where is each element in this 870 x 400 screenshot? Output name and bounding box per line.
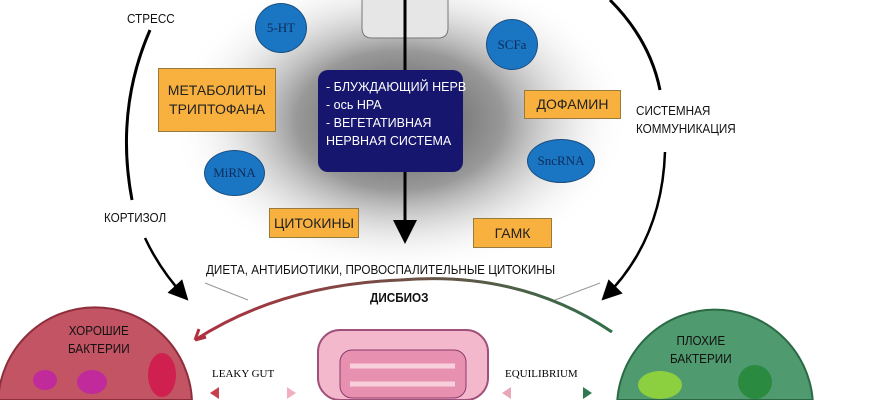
systemic-line-1: СИСТЕМНАЯ [636, 103, 711, 118]
serotonin-bubble: 5-HT [255, 3, 307, 53]
dysbiosis-arrow [194, 277, 613, 342]
vagus-nerve-item: - БЛУЖДАЮЩИЙ НЕРВ [326, 80, 467, 94]
dopamine-box: ДОФАМИН [524, 90, 621, 119]
autonomic-item: - ВЕГЕТАТИВНАЯ [326, 116, 432, 130]
good-line-1: ХОРОШИЕ [68, 323, 129, 338]
gaba-box: ГАМК [473, 218, 552, 248]
right-arc-top [608, 0, 662, 91]
mirna-bubble: MiRNA [204, 150, 265, 196]
systemic-communication-label: СИСТЕМНАЯ КОММУНИКАЦИЯ [636, 102, 736, 138]
bad-line-1: ПЛОХИЕ [676, 333, 726, 348]
dysbiosis-arrowhead [193, 328, 207, 342]
good-bacteria-label: ХОРОШИЕ БАКТЕРИИ [68, 322, 130, 358]
sncrna-bubble: SncRNA [527, 139, 595, 183]
dysbiosis-label: ДИСБИОЗ [370, 290, 429, 305]
pointer-line [554, 282, 601, 301]
bacterium-icon [77, 370, 107, 394]
right-arc-bottom [601, 151, 667, 301]
left-arc-top [124, 29, 152, 201]
bad-bacteria-label: ПЛОХИЕ БАКТЕРИИ [670, 332, 732, 368]
virus-icon [738, 365, 772, 399]
cortisol-label: КОРТИЗОЛ [104, 210, 167, 225]
virus-icon [638, 371, 682, 399]
intestine-inner [339, 349, 467, 399]
autonomic-item-cont: НЕРВНАЯ СИСТЕМА [326, 134, 452, 148]
tryptophan-line-1: МЕТАБОЛИТЫ [167, 82, 267, 98]
left-arc-bottom [143, 237, 189, 301]
hpa-axis-item: - ось HPA [326, 98, 382, 112]
factors-label: ДИЕТА, АНТИБИОТИКИ, ПРОВОСПАЛИТЕЛЬНЫЕ ЦИ… [206, 262, 556, 277]
bad-line-2: БАКТЕРИИ [670, 351, 732, 366]
scfa-bubble: SCFa [486, 19, 538, 70]
bacterium-icon [148, 353, 176, 397]
good-line-2: БАКТЕРИИ [68, 341, 130, 356]
pointer-line [204, 282, 249, 301]
nervous-pathways-box: - БЛУЖДАЮЩИЙ НЕРВ - ось HPA - ВЕГЕТАТИВН… [318, 70, 467, 172]
leaky-gut-label: LEAKY GUT [212, 368, 275, 380]
bacterium-icon [33, 370, 57, 390]
tryptophan-metabolites-box: МЕТАБОЛИТЫ ТРИПТОФАНА [158, 68, 276, 132]
stress-label: СТРЕСС [127, 11, 175, 26]
cytokines-box: ЦИТОКИНЫ [269, 208, 359, 238]
equilibrium-label: EQUILIBRIUM [505, 368, 578, 380]
systemic-line-2: КОММУНИКАЦИЯ [636, 121, 736, 136]
tryptophan-line-2: ТРИПТОФАНА [169, 101, 265, 117]
